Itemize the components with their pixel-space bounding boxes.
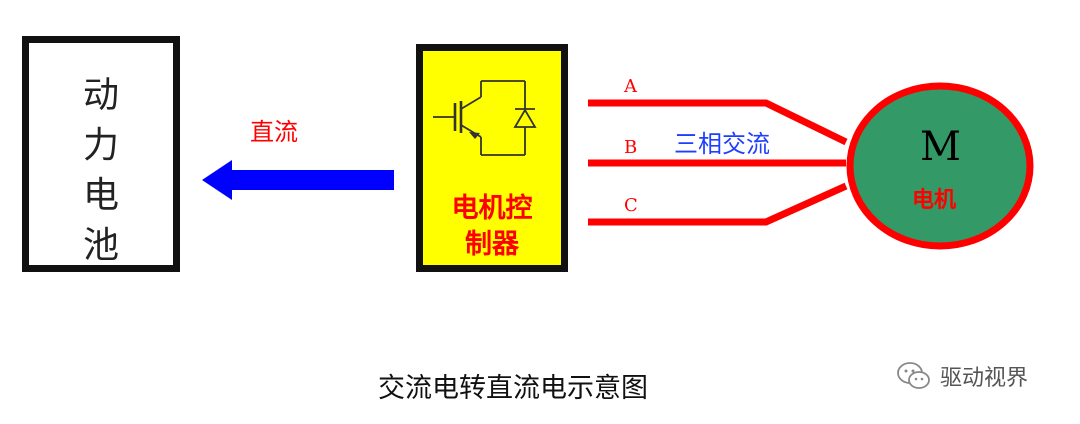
controller-label: 电机控 制器 xyxy=(423,191,561,263)
phase-b-label: B xyxy=(624,137,638,158)
controller-label-line: 电机控 xyxy=(451,193,533,224)
motor-circle xyxy=(846,82,1034,250)
dc-label: 直流 xyxy=(250,118,298,146)
controller-label-line: 制器 xyxy=(465,229,519,260)
battery-label-char: 动 xyxy=(82,75,119,116)
battery-label-char: 池 xyxy=(82,225,119,266)
motor-symbol: M xyxy=(920,124,961,170)
watermark-text: 驱动视界 xyxy=(940,366,1029,391)
motor-label: 电机 xyxy=(912,188,957,213)
igbt-diode-symbol xyxy=(433,80,537,156)
phase-a-label: A xyxy=(624,76,637,97)
phase-c-label: C xyxy=(624,195,638,216)
diagram-caption: 交流电转直流电示意图 xyxy=(378,373,648,404)
power-battery-box: 动 力 电 池 xyxy=(22,36,180,272)
motor-controller-box: 电机控 制器 xyxy=(416,44,568,272)
three-phase-ac-label: 三相交流 xyxy=(674,130,770,158)
watermark: 驱动视界 xyxy=(896,360,1028,392)
phase-c-wire xyxy=(588,182,848,226)
wechat-icon xyxy=(897,362,930,389)
battery-label-char: 力 xyxy=(82,125,119,166)
battery-label-char: 电 xyxy=(82,175,119,216)
dc-arrow xyxy=(202,160,394,200)
battery-label: 动 力 电 池 xyxy=(29,71,173,271)
phase-a-wire xyxy=(588,99,848,146)
